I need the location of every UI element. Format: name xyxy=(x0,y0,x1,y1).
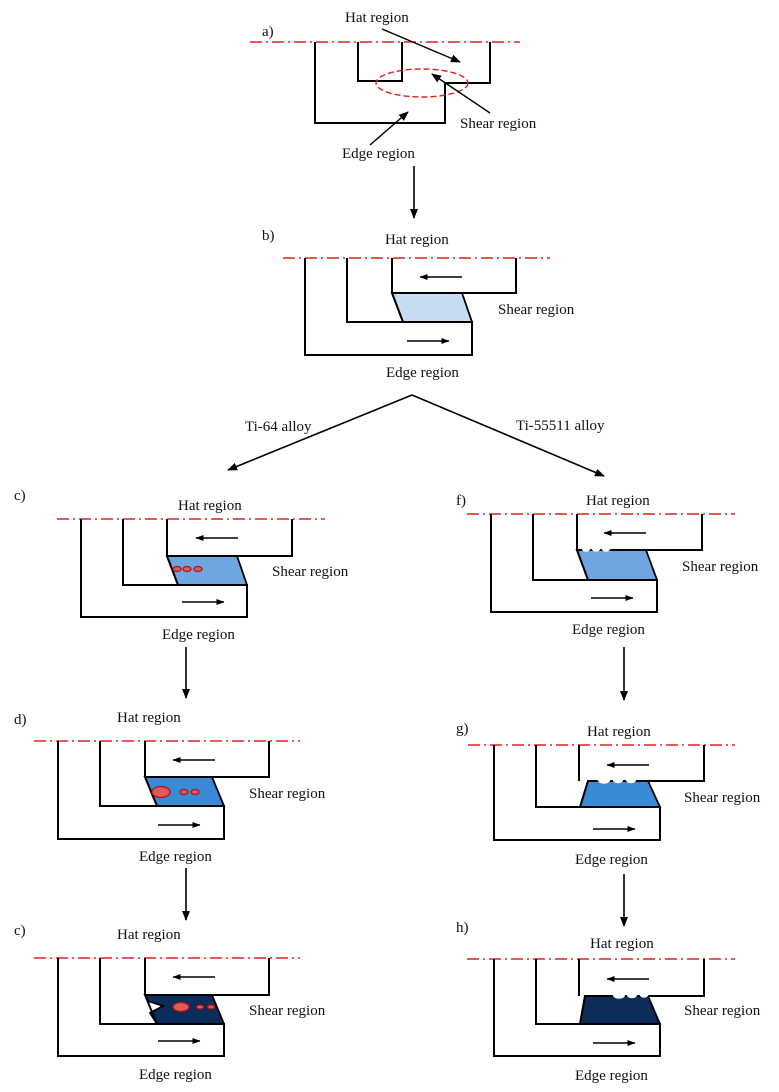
branch-label-right: Ti-55511 alloy xyxy=(516,418,605,434)
void-f-3 xyxy=(601,546,611,552)
branch-label-left: Ti-64 alloy xyxy=(245,419,312,435)
specimen-outline-e-outer xyxy=(57,958,270,1057)
panel-label-c: c) xyxy=(14,488,26,504)
specimen-outline-b-outer xyxy=(304,258,517,356)
edge-region-label-g: Edge region xyxy=(575,852,648,868)
shear-band-g xyxy=(578,780,662,808)
void-d-3 xyxy=(190,788,200,796)
hat-region-label-d: Hat region xyxy=(117,710,181,726)
panel-label-b: b) xyxy=(262,228,275,244)
shear-band-f xyxy=(575,549,659,581)
shear-band-h xyxy=(578,995,662,1025)
shear-region-label-f: Shear region xyxy=(682,559,759,575)
edge-region-label-d: Edge region xyxy=(139,849,212,865)
panel-label-e: c) xyxy=(14,923,26,939)
panel-h: h) Hat region Shear region Edge region xyxy=(456,920,761,1084)
hat-region-label-c: Hat region xyxy=(178,498,242,514)
void-f-1 xyxy=(581,546,591,552)
shear-region-label-b: Shear region xyxy=(498,302,575,318)
panel-label-g: g) xyxy=(456,721,469,737)
void-c-1 xyxy=(172,565,182,573)
hat-region-label-e: Hat region xyxy=(117,927,181,943)
void-d-1 xyxy=(151,785,171,799)
specimen-outline-e-inner xyxy=(99,958,157,1025)
void-e-3 xyxy=(206,1004,216,1010)
panel-e: c) Hat region Shear region Edge region xyxy=(14,923,326,1083)
specimen-outline-c-inner xyxy=(122,519,178,586)
shear-region-label-c: Shear region xyxy=(272,564,349,580)
shear-region-label-a: Shear region xyxy=(460,116,537,132)
edge-region-label-a: Edge region xyxy=(342,146,415,162)
edge-region-label-f: Edge region xyxy=(572,622,645,638)
void-g-3 xyxy=(625,776,637,784)
specimen-outline-h-outer xyxy=(493,959,705,1057)
specimen-outline-h-inner xyxy=(535,959,580,1025)
void-c-2 xyxy=(182,565,192,573)
specimen-outline-g-outer xyxy=(493,745,705,841)
panel-g: g) Hat region Shear region Edge region xyxy=(456,721,761,868)
specimen-outline-f-outer xyxy=(490,514,703,613)
hat-pointer-arrow-a xyxy=(381,28,461,63)
hat-region-label-b: Hat region xyxy=(385,232,449,248)
hat-region-label-h: Hat region xyxy=(590,936,654,952)
void-g-1 xyxy=(597,776,611,784)
branch-arrow-left xyxy=(227,394,413,471)
hat-region-label-g: Hat region xyxy=(587,724,651,740)
specimen-outline-b-inner xyxy=(346,258,403,323)
specimen-outline-f-inner xyxy=(532,514,588,581)
hat-region-label-f: Hat region xyxy=(586,493,650,509)
void-e-1 xyxy=(172,1001,190,1013)
void-e-2 xyxy=(195,1004,205,1010)
shear-zone-ellipse-a xyxy=(375,68,469,98)
panel-b: b) Hat region Shear region Edge region xyxy=(262,228,575,381)
void-h-3 xyxy=(639,992,649,998)
shear-region-label-e: Shear region xyxy=(249,1003,326,1019)
edge-region-label-h: Edge region xyxy=(575,1068,648,1084)
specimen-outline-a-outer xyxy=(314,42,491,124)
panel-a: a) Hat region Shear region Edge region xyxy=(250,10,537,162)
shear-band-b xyxy=(390,292,474,323)
specimen-outline-d-inner xyxy=(99,741,157,807)
shear-region-label-h: Shear region xyxy=(684,1003,761,1019)
hat-region-label-a: Hat region xyxy=(345,10,409,26)
void-c-3 xyxy=(193,565,203,573)
specimen-outline-a-inner xyxy=(357,42,403,82)
shear-region-label-d: Shear region xyxy=(249,786,326,802)
void-g-2 xyxy=(612,776,624,784)
specimen-outline-d-outer xyxy=(57,741,270,840)
edge-region-label-e: Edge region xyxy=(139,1067,212,1083)
shear-region-label-g: Shear region xyxy=(684,790,761,806)
panel-label-f: f) xyxy=(456,493,466,509)
panel-c: c) Hat region Shear region Edge region xyxy=(14,488,349,643)
void-d-2 xyxy=(179,788,189,796)
panel-label-a: a) xyxy=(262,24,274,40)
edge-region-label-c: Edge region xyxy=(162,627,235,643)
panel-label-d: d) xyxy=(14,712,27,728)
void-h-2 xyxy=(626,991,638,999)
void-f-2 xyxy=(591,546,601,552)
specimen-outline-g-inner xyxy=(535,745,580,808)
void-h-1 xyxy=(612,991,626,999)
edge-region-label-b: Edge region xyxy=(386,365,459,381)
edge-pointer-arrow-a xyxy=(369,111,409,146)
branch-arrow-right xyxy=(411,394,605,477)
shear-pointer-arrow-a xyxy=(431,73,491,114)
specimen-outline-c-outer xyxy=(80,519,293,618)
panel-label-h: h) xyxy=(456,920,469,936)
panel-d: d) Hat region Shear region Edge region xyxy=(14,710,326,865)
panel-f: f) Hat region Shear region Edge region xyxy=(456,493,759,638)
